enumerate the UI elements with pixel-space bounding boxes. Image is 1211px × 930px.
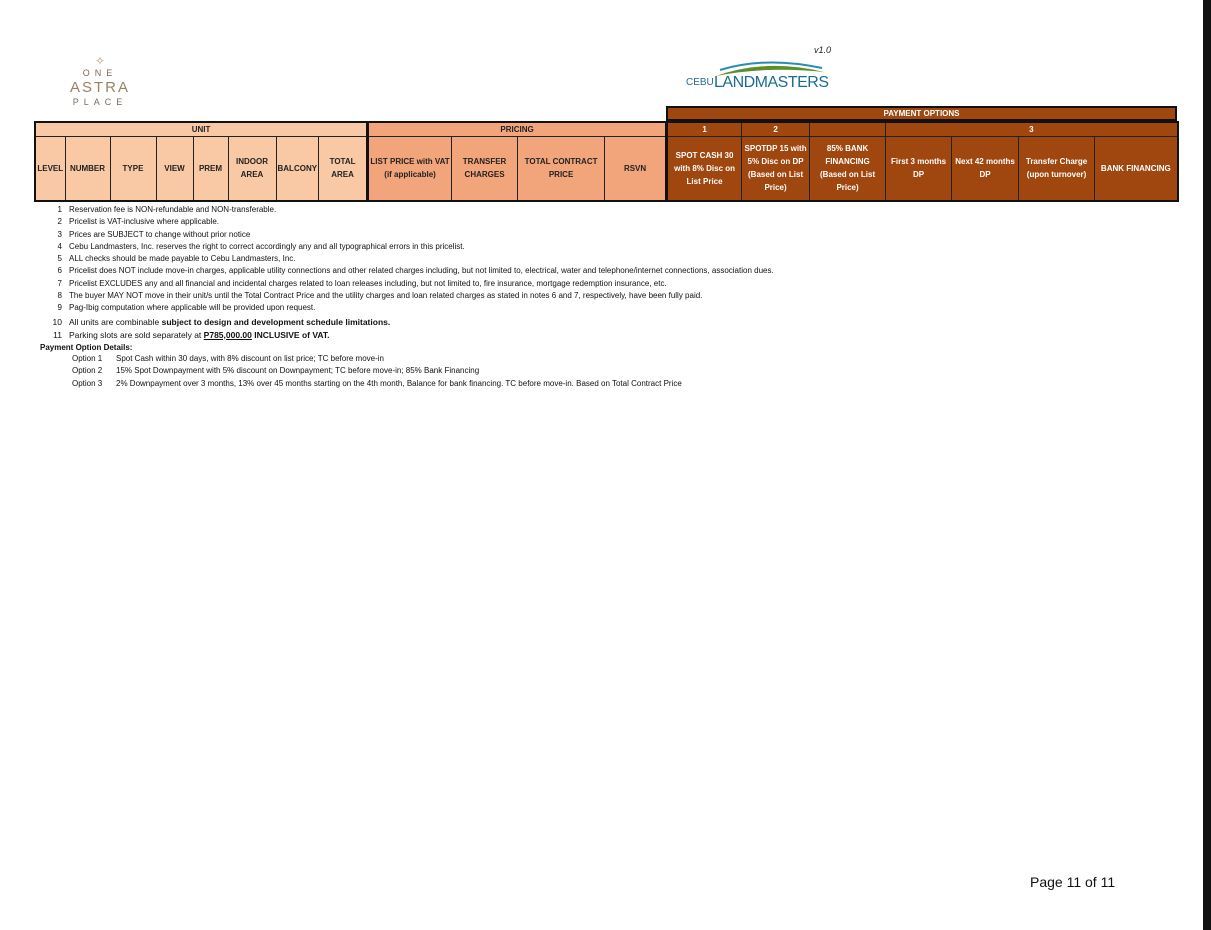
col-transfer-charge: Transfer Charge (upon turnover) [1018,136,1096,201]
option-text: Spot Cash within 30 days, with 8% discou… [116,353,384,363]
col-bank-financing: BANK FINANCING [1094,136,1179,201]
logo-prefix: CEBU [686,77,714,88]
logo-name: LANDMASTERS [714,74,829,91]
note-text: ALL checks should be made payable to Ceb… [69,254,296,264]
col-spot-cash: SPOT CASH 30 with 8% Disc on List Price [665,136,743,201]
group-option-3: 3 [885,121,1179,137]
note-text: All units are combinable [69,316,160,327]
col-number: NUMBER [64,136,111,201]
col-balcony: BALCONY [275,136,320,201]
note-text: Prices are SUBJECT to change without pri… [69,229,251,239]
note-text: Pricelist is VAT-inclusive where applica… [69,217,219,227]
col-total-area: TOTAL AREA [318,136,369,201]
group-option-blank [809,121,887,137]
note-bold: subject to design and development schedu… [161,316,391,327]
group-option-1: 1 [665,121,743,137]
col-next-42-months: Next 42 months DP [951,136,1020,201]
cebu-landmasters-logo: CEBU LANDMASTERS [686,60,836,94]
col-indoor-area: INDOOR AREA [227,136,277,201]
note-text: Parking slots are sold separately at [69,329,202,340]
col-view: VIEW [155,136,194,201]
col-prem: PREM [192,136,229,201]
logo-line: ONE [82,68,118,78]
option-text: 15% Spot Downpayment with 5% discount on… [116,366,480,376]
note-text: Reservation fee is NON-refundable and NO… [69,205,277,214]
logo-line: PLACE [72,97,128,107]
col-bank-financing-85: 85% BANK FINANCING (Based on List Price) [809,136,887,201]
note-text: Pricelist EXCLUDES any and all financial… [69,278,667,288]
option-key: Option 3 [72,378,103,388]
group-pricing: PRICING [366,121,668,137]
star-icon: ✧ [94,54,106,68]
col-spotdp: SPOTDP 15 with 5% Disc on DP (Based on L… [741,136,811,201]
note-text: Pag-Ibig computation where applicable wi… [69,303,316,313]
option-text: 2% Downpayment over 3 months, 13% over 4… [116,378,682,388]
version-label: v1.0 [814,45,832,55]
note-text: The buyer MAY NOT move in their unit/s u… [69,291,703,301]
col-rsvn: RSVN [604,136,668,201]
col-first-3-months: First 3 months DP [885,136,953,201]
option-key: Option 1 [72,353,103,363]
col-level: LEVEL [34,136,66,201]
note-text: Cebu Landmasters, Inc. reserves the righ… [69,241,465,251]
note-suffix: INCLUSIVE of VAT. [254,329,330,340]
page-edge [1203,0,1211,930]
col-type: TYPE [109,136,157,201]
parking-price: P785,000.00 [203,329,252,340]
group-unit: UNIT [34,121,369,137]
one-astra-place-logo: ✧ ONE ASTRA PLACE [55,55,145,109]
payment-options-header: PAYMENT OPTIONS [666,106,1177,121]
col-transfer-charges: TRANSFER CHARGES [451,136,519,201]
group-option-2: 2 [741,121,811,137]
note-text: Pricelist does NOT include move-in charg… [69,266,774,276]
option-key: Option 2 [72,366,103,376]
col-list-price: LIST PRICE with VAT (if applicable) [366,136,453,201]
col-total-contract-price: TOTAL CONTRACT PRICE [517,136,606,201]
logo-line: ASTRA [69,79,130,96]
payment-details-title: Payment Option Details: [40,342,133,352]
pricelist-table: UNIT PRICING 1 2 3 LEVEL NUMBER TYPE VIE… [34,121,1179,202]
logo-swoosh-icon [716,61,824,76]
page-number: Page 11 of 11 [1030,874,1116,890]
